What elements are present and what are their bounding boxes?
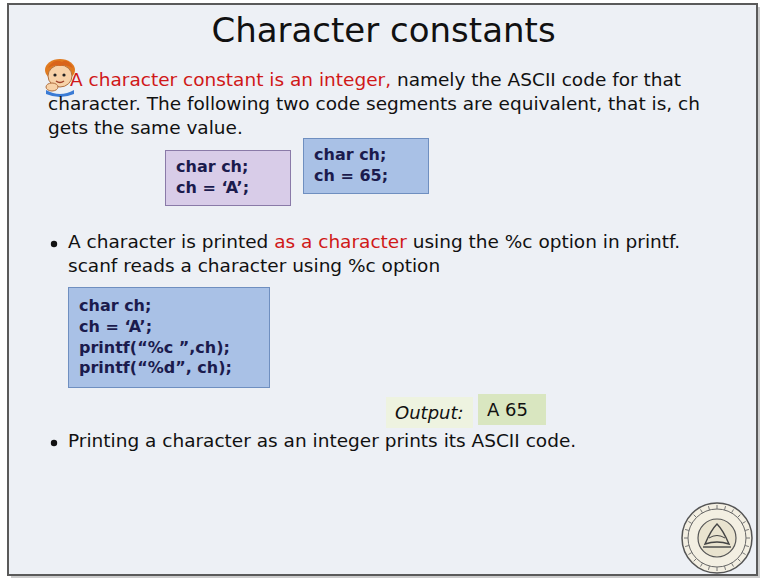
logo-tick — [708, 566, 709, 570]
logo-tick — [684, 538, 688, 539]
logo-tick — [708, 506, 709, 510]
logo-tick — [717, 505, 718, 509]
highlight-text: as a character — [274, 231, 413, 252]
logo-tick — [745, 546, 749, 547]
node-text: char ch; — [314, 145, 418, 166]
logo-tick — [745, 529, 749, 530]
node-text: char ch; — [176, 157, 280, 178]
logo-tick — [701, 509, 703, 512]
logo-tick — [688, 553, 691, 555]
logo-tick — [732, 563, 734, 566]
institute-logo — [682, 503, 752, 573]
logo-tick — [685, 546, 689, 547]
node-text: printf(“%c ”,ch); — [79, 338, 259, 359]
slide-title: Character constants — [0, 10, 767, 50]
logo-tick — [732, 509, 734, 512]
node-text: ch = 65; — [314, 166, 418, 187]
logo-tick — [685, 529, 689, 530]
logo-tick — [694, 559, 697, 562]
logo-tick — [688, 522, 691, 524]
code-box: char ch;ch = 65; — [303, 138, 429, 194]
node-text: char ch; — [79, 296, 259, 317]
node-text: ch = ‘A’; — [79, 317, 259, 338]
logo-tick — [738, 559, 741, 562]
slide-frame — [8, 4, 757, 575]
logo-tick — [717, 567, 718, 571]
text-paragraph: A character is printed as a character us… — [68, 230, 728, 278]
logo-tick — [701, 563, 703, 566]
node-text: printf(“%d”, ch); — [79, 358, 259, 379]
logo-tick — [742, 522, 745, 524]
body-text: Printing a character as an integer print… — [68, 430, 576, 451]
node-text: Output: — [395, 401, 464, 424]
text-paragraph: Printing a character as an integer print… — [68, 429, 728, 453]
logo-tick — [725, 506, 726, 510]
logo-tick — [725, 566, 726, 570]
highlight-text: A character constant is an integer, — [70, 69, 397, 90]
output-box: A 65 — [478, 394, 546, 425]
node-text: A 65 — [487, 398, 537, 421]
text-paragraph: A character constant is an integer, name… — [48, 68, 738, 140]
output-label: Output: — [386, 397, 473, 428]
node-text: ch = ‘A’; — [176, 178, 280, 199]
logo-tick — [694, 515, 697, 518]
logo-tick — [738, 515, 741, 518]
body-text: A character is printed — [68, 231, 274, 252]
code-box: char ch;ch = ‘A’; — [165, 150, 291, 206]
logo-tick — [742, 553, 745, 555]
logo-tick — [746, 538, 750, 539]
bullet-dot — [51, 241, 57, 446]
code-box: char ch;ch = ‘A’;printf(“%c ”,ch);printf… — [68, 287, 270, 388]
